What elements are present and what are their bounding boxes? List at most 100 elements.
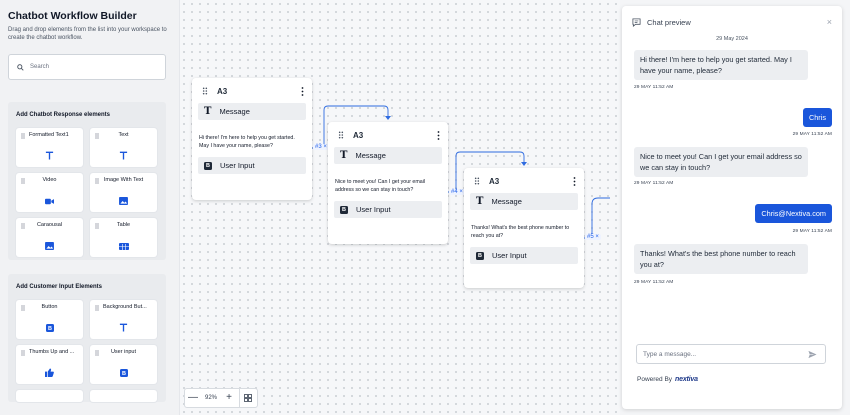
drag-handle-icon	[21, 350, 25, 356]
user-message: Chris	[802, 108, 832, 127]
message-input[interactable]: Type a message...	[636, 344, 826, 364]
section-title: Add Chatbot Response elements	[16, 112, 111, 118]
message-timestamp: 29 MAY 11:52 AM	[634, 280, 674, 285]
svg-text:B: B	[48, 326, 52, 332]
message-timestamp: 29 MAY 11:52 AM	[634, 85, 674, 90]
element-label: Table	[116, 222, 131, 228]
fit-view-icon	[244, 394, 252, 402]
drag-handle-icon	[95, 350, 99, 356]
drag-handle-icon	[95, 133, 99, 139]
more-options-icon[interactable]	[301, 86, 304, 96]
video-icon	[16, 198, 83, 205]
text-icon: T	[340, 150, 348, 161]
element-more[interactable]	[90, 390, 157, 402]
workflow-node-a3-1[interactable]: A3 T Message Hi there! I'm here to help …	[192, 78, 312, 200]
element-label: User input	[110, 349, 137, 355]
element-label: Video	[42, 177, 57, 183]
element-label: Background But...	[103, 304, 147, 310]
element-background-button[interactable]: Background But...	[90, 300, 157, 339]
text-icon	[90, 323, 157, 332]
drag-handle-icon	[95, 223, 99, 229]
search-input[interactable]: Search	[8, 54, 166, 80]
powered-by: Powered By nextiva	[637, 376, 698, 383]
element-more[interactable]	[16, 390, 83, 402]
element-button[interactable]: Button B	[16, 300, 83, 339]
drag-handle-icon	[21, 305, 25, 311]
fit-view-button[interactable]	[240, 394, 256, 402]
button-icon: B	[476, 251, 484, 260]
text-icon	[90, 151, 157, 160]
bot-message: Hi there! I'm here to help you get start…	[634, 50, 808, 80]
divider	[239, 388, 240, 408]
button-icon: B	[204, 161, 212, 170]
element-video[interactable]: Video	[16, 173, 83, 212]
more-options-icon[interactable]	[437, 130, 440, 140]
element-carousel[interactable]: Caraousal	[16, 218, 83, 257]
drag-handle-icon	[21, 223, 25, 229]
message-label: Message	[355, 151, 386, 160]
element-label: Image With Text	[103, 177, 144, 183]
element-thumbs-up[interactable]: Thumbs Up and ...	[16, 345, 83, 384]
message-element[interactable]: T Message	[198, 103, 306, 120]
search-icon	[17, 63, 24, 71]
connector-label[interactable]: #5 ×	[585, 234, 601, 240]
drag-handle-icon	[21, 178, 25, 184]
element-label: Button	[41, 304, 58, 310]
message-text: Hi there! I'm here to help you get start…	[199, 135, 295, 149]
drag-handle-icon[interactable]	[338, 131, 344, 139]
svg-text:B: B	[122, 371, 126, 377]
workflow-canvas[interactable]: A3 T Message Hi there! I'm here to help …	[180, 0, 620, 415]
element-image-with-text[interactable]: Image With Text	[90, 173, 157, 212]
element-formatted-text[interactable]: Formatted Text1	[16, 128, 83, 167]
node-title: A3	[353, 130, 364, 140]
message-timestamp: 29 MAY 11:52 AM	[792, 132, 832, 137]
zoom-level: 92%	[204, 395, 217, 401]
user-input-label: User Input	[356, 205, 391, 214]
workflow-node-a3-2[interactable]: A3 T Message Nice to meet you! Can I get…	[328, 122, 448, 244]
user-input-element[interactable]: B User Input	[470, 247, 578, 264]
message-element[interactable]: T Message	[470, 193, 578, 210]
button-icon: B	[16, 324, 83, 332]
send-icon[interactable]	[808, 350, 817, 359]
element-label: Caraousal	[36, 222, 63, 228]
element-table[interactable]: Table	[90, 218, 157, 257]
message-element[interactable]: T Message	[334, 147, 442, 164]
chat-preview-panel: Chat preview × 29 May 2024 Hi there! I'm…	[622, 6, 842, 409]
powered-by-text: Powered By	[637, 376, 673, 383]
element-text[interactable]: Text	[90, 128, 157, 167]
table-icon	[90, 243, 157, 250]
connector-label[interactable]: #4 ×	[449, 189, 465, 195]
elements-sidebar: Chatbot Workflow Builder Drag and drop e…	[0, 0, 180, 415]
chat-date: 29 May 2024	[716, 36, 748, 42]
drag-handle-icon[interactable]	[202, 87, 208, 95]
element-user-input[interactable]: User input B	[90, 345, 157, 384]
element-label: Formatted Text1	[29, 132, 69, 138]
bot-message: Thanks! What's the best phone number to …	[634, 244, 808, 274]
chat-preview-title: Chat preview	[647, 17, 691, 27]
user-input-label: User Input	[220, 161, 255, 170]
message-label: Message	[219, 107, 250, 116]
drag-handle-icon	[21, 133, 25, 139]
node-title: A3	[217, 86, 228, 96]
image-icon	[16, 242, 83, 250]
customer-input-section: Add Customer Input Elements Button B Bac…	[8, 274, 166, 402]
more-options-icon[interactable]	[573, 176, 576, 186]
message-timestamp: 29 MAY 11:52 AM	[792, 229, 832, 234]
drag-handle-icon[interactable]	[474, 177, 480, 185]
user-input-element[interactable]: B User Input	[334, 201, 442, 218]
thumbs-up-icon	[16, 368, 83, 377]
close-icon[interactable]: ×	[826, 17, 832, 27]
element-label: Text	[118, 132, 129, 138]
workflow-node-a3-3[interactable]: A3 T Message Thanks! What's the best pho…	[464, 168, 584, 288]
connector-label[interactable]: #3 ×	[313, 144, 329, 150]
zoom-in-button[interactable]: +	[226, 392, 232, 403]
text-icon: T	[476, 196, 484, 207]
sidebar-subtitle: Drag and drop elements from the list int…	[8, 27, 167, 41]
zoom-out-button[interactable]: —	[188, 392, 198, 403]
drag-handle-icon	[95, 305, 99, 311]
text-icon: T	[204, 106, 212, 117]
nextiva-logo: nextiva	[675, 376, 698, 383]
node-title: A3	[489, 176, 500, 186]
user-input-element[interactable]: B User Input	[198, 157, 306, 174]
zoom-controls: — 92% +	[184, 388, 258, 408]
